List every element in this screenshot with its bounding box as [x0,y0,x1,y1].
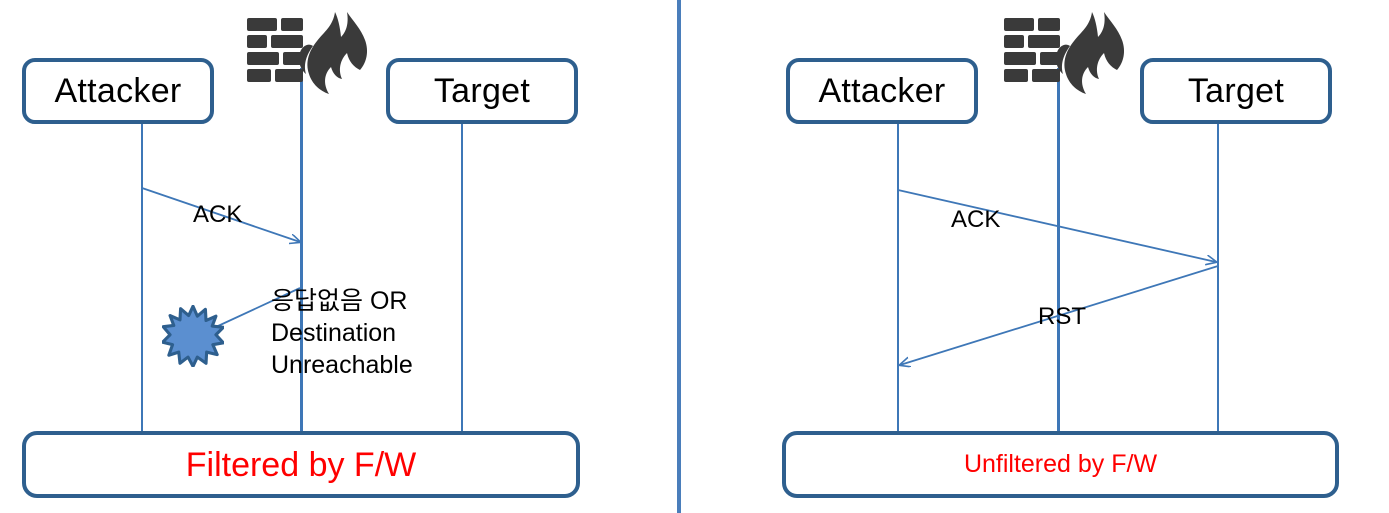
lifeline-target [461,122,463,434]
panel-divider [677,0,681,513]
node-target[interactable]: Target [1140,58,1332,124]
lifeline-firewall [1057,68,1060,434]
message-label-rst: RST [1038,303,1086,330]
node-target-label: Target [1187,72,1285,110]
note-no-response-or-unreachable: 응답없음 OR Destination Unreachable [271,287,413,379]
lifeline-attacker [141,122,143,434]
verdict-label-unfiltered: Unfiltered by F/W [963,450,1158,478]
verdict-box-unfiltered[interactable]: Unfiltered by F/W [782,431,1339,498]
node-target[interactable]: Target [386,58,578,124]
panel-filtered: Attacker Target [0,0,660,513]
lifeline-attacker [897,122,899,434]
node-attacker-label: Attacker [54,72,182,110]
verdict-box-filtered[interactable]: Filtered by F/W [22,431,580,498]
message-label-ack: ACK [951,206,1001,233]
firewall-brick-flame-icon [1000,12,1128,98]
message-label-ack: ACK [193,201,243,228]
panel-unfiltered: Attacker Target [700,0,1389,513]
lifeline-firewall [300,68,303,434]
node-attacker[interactable]: Attacker [22,58,214,124]
firewall-brick-flame-icon [243,12,371,98]
lifeline-target [1217,122,1219,434]
node-attacker-label: Attacker [818,72,946,110]
verdict-label-filtered: Filtered by F/W [185,445,417,484]
node-target-label: Target [433,72,531,110]
node-attacker[interactable]: Attacker [786,58,978,124]
explosion-burst-icon [161,304,225,368]
